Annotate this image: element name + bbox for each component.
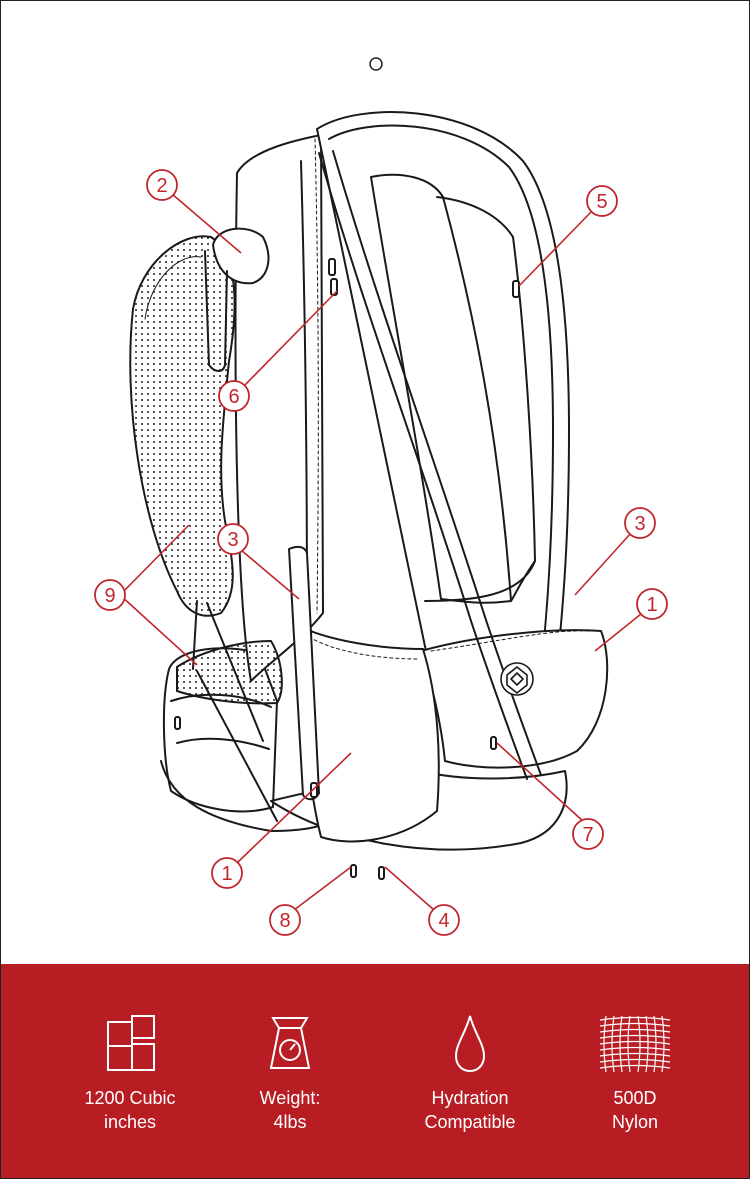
feature-label: Hydration Compatible [424, 1088, 516, 1132]
callouts: 1 1 2 3 3 4 5 [94, 169, 668, 936]
callout-badge-3-right: 3 [624, 507, 656, 539]
callout-number: 9 [104, 585, 115, 607]
callout-number: 2 [156, 175, 167, 197]
water-drop-icon [454, 1015, 486, 1073]
callout-number: 5 [596, 191, 607, 213]
feature-hydration: Hydration Compatible [385, 1014, 555, 1134]
feature-capacity: 1200 Cubic inches [45, 1014, 215, 1134]
feature-material: 500D Nylon [550, 1014, 720, 1134]
callout-badge-7: 7 [572, 818, 604, 850]
callout-leaders [119, 193, 642, 911]
feature-label: 1200 Cubic inches [84, 1088, 176, 1132]
callout-badge-1-front-pocket: 1 [211, 857, 243, 889]
cubes-icon [107, 1015, 155, 1071]
callout-badge-6: 6 [218, 380, 250, 412]
callout-number: 1 [221, 863, 232, 885]
features-bar: 1200 Cubic inches Weight: 4lbs Hydration [1, 964, 749, 1178]
callout-number: 3 [634, 513, 645, 535]
callout-badge-4: 4 [428, 904, 460, 936]
callout-badge-3-left: 3 [217, 523, 249, 555]
nylon-weave-icon [599, 1015, 671, 1073]
feature-weight: Weight: 4lbs [205, 1014, 375, 1134]
backpack-diagram: 1 1 2 3 3 4 5 [94, 57, 668, 936]
hang-hole [369, 57, 383, 71]
feature-label: 500D Nylon [611, 1088, 659, 1132]
callout-number: 4 [438, 910, 449, 932]
callout-badge-8: 8 [269, 904, 301, 936]
callout-badge-9: 9 [94, 579, 126, 611]
scale-icon [269, 1017, 311, 1069]
callout-badge-5: 5 [586, 185, 618, 217]
backpack-illustration [129, 111, 609, 880]
callout-number: 7 [582, 824, 593, 846]
callout-number: 8 [279, 910, 290, 932]
callout-number: 1 [646, 594, 657, 616]
callout-badge-2: 2 [146, 169, 178, 201]
feature-label: Weight: 4lbs [259, 1088, 321, 1132]
callout-number: 3 [227, 529, 238, 551]
callout-badge-1-side-pocket: 1 [636, 588, 668, 620]
callout-number: 6 [228, 386, 239, 408]
